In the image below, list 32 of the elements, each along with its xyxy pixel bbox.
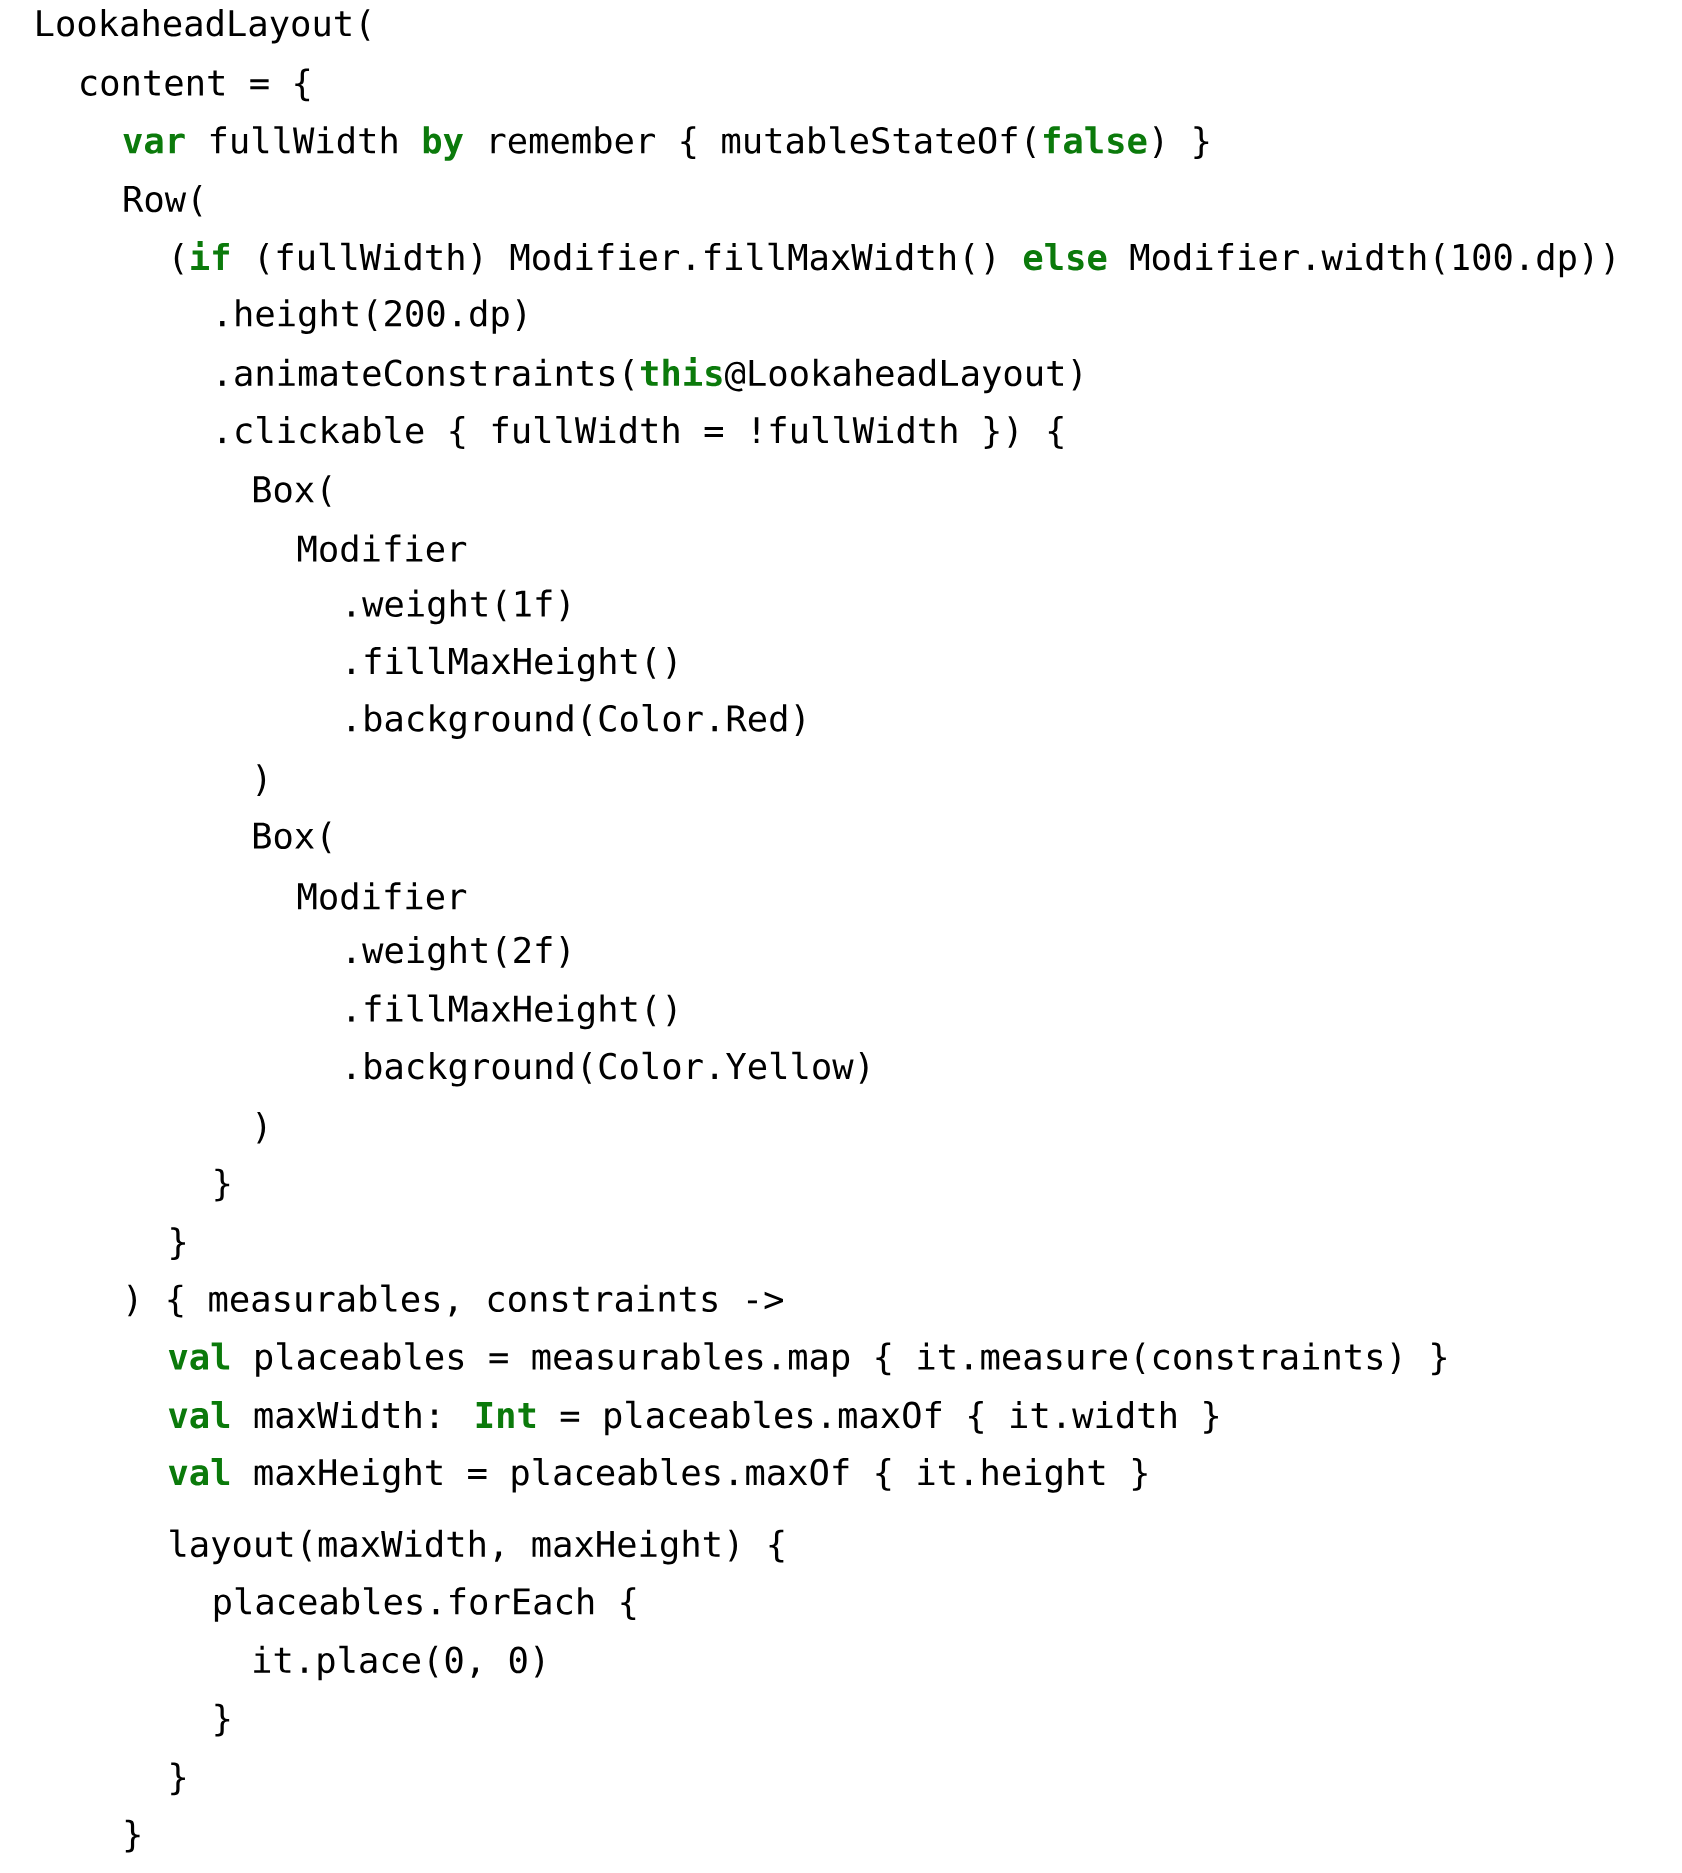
code-line: it.place(0, 0) (254, 1645, 543, 1681)
code-line: } (215, 1703, 230, 1737)
code-line: val maxHeight = placeables.maxOf { it.height } (168, 1457, 1147, 1493)
code-line: } (171, 1762, 185, 1796)
code-line: Modifier (298, 882, 467, 910)
code-line: .background(Color.Red) (349, 704, 804, 739)
code-line: } (125, 1819, 140, 1853)
code-line: layout(maxWidth, maxHeight) { (170, 1529, 784, 1565)
code-line: .weight(1f) (349, 589, 569, 625)
code-line: .weight(2f) (349, 936, 569, 971)
code-line: } (215, 1168, 230, 1202)
code-line: placeables.forEach { (214, 1587, 636, 1622)
code-line: Box( (254, 821, 331, 854)
code-line: LookaheadLayout( (37, 9, 370, 44)
code-line: ) (257, 1111, 266, 1144)
code-line: .fillMaxHeight() (349, 646, 676, 682)
code-line: ) { measurables, constraints -> (128, 1284, 783, 1318)
code-line: val maxWidth: Int = placeables.maxOf { it.width } (168, 1400, 1218, 1436)
code-line: val placeables = measurables.map { it.measure(constraints) } (168, 1342, 1446, 1377)
code-line: Row( (124, 184, 202, 217)
code-line: var fullWidth by remember { mutableStateOf(false) } (123, 126, 1209, 161)
code-line: Box( (254, 475, 331, 507)
code-line: (if (fullWidth) Modifier.fillMaxWidth() else Modifier.width(100.dp)) (174, 241, 1614, 278)
code-line: Modifier (298, 534, 467, 563)
code-line: ) (257, 764, 266, 796)
code-line: .background(Color.Yellow) (349, 1051, 868, 1087)
code-line: .clickable { fullWidth = !fullWidth }) { (220, 415, 1063, 449)
code-line: .fillMaxHeight() (349, 994, 676, 1030)
code-line: .height(200.dp) (220, 299, 525, 334)
code-line: } (171, 1227, 185, 1260)
code-line: content = { (81, 68, 310, 102)
code-line: .animateConstraints(this@LookaheadLayout) (220, 356, 1081, 394)
